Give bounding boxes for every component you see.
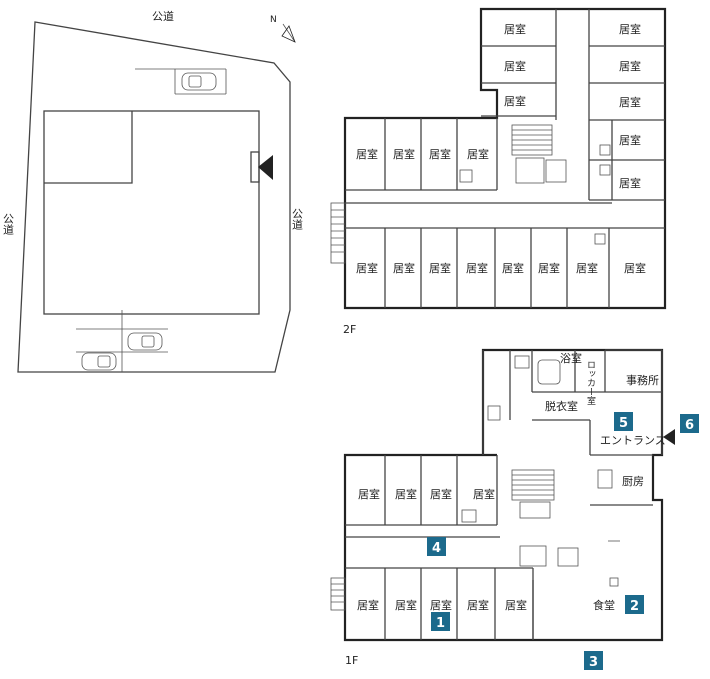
room-1f-s5: 居室 bbox=[505, 598, 527, 612]
room-2f-n1: 居室 bbox=[504, 22, 526, 36]
room-1f-entrance: エントランス bbox=[600, 434, 666, 447]
marker-3[interactable]: 3 bbox=[584, 651, 603, 670]
car-bottom-1 bbox=[127, 332, 163, 351]
room-2f-w3: 居室 bbox=[429, 147, 451, 161]
room-2f-w4: 居室 bbox=[467, 147, 489, 161]
marker-4[interactable]: 4 bbox=[427, 537, 446, 556]
svg-text:1: 1 bbox=[436, 616, 445, 631]
room-2f-e3: 居室 bbox=[619, 95, 641, 109]
room-2f-s3: 居室 bbox=[429, 261, 451, 275]
room-1f-office: 事務所 bbox=[626, 373, 659, 387]
room-1f-n4: 居室 bbox=[473, 487, 495, 501]
room-2f-e1: 居室 bbox=[619, 22, 641, 36]
entrance-notch bbox=[250, 151, 260, 183]
floor-2-label: 2F bbox=[343, 323, 356, 336]
room-1f-s1: 居室 bbox=[357, 598, 379, 612]
room-2f-n3: 居室 bbox=[504, 94, 526, 108]
room-2f-s1: 居室 bbox=[356, 261, 378, 275]
room-2f-e2: 居室 bbox=[619, 59, 641, 73]
floor-1-plan: 浴室 ロッカー室 事務所 脱衣室 エントランス 厨房 食堂 居室 居室 居室 居… bbox=[330, 348, 675, 667]
marker-1[interactable]: 1 bbox=[431, 612, 450, 631]
room-2f-s4: 居室 bbox=[466, 261, 488, 275]
floor-2-plan: 居室 居室 居室 居室 居室 居室 居室 居室 居室 居室 居室 居室 居室 居… bbox=[330, 7, 667, 336]
room-2f-w2: 居室 bbox=[393, 147, 415, 161]
marker-5[interactable]: 5 bbox=[614, 412, 633, 431]
north-arrow-icon: N bbox=[270, 15, 296, 43]
svg-text:2: 2 bbox=[630, 599, 639, 614]
room-1f-n2: 居室 bbox=[395, 487, 417, 501]
room-2f-s8: 居室 bbox=[624, 261, 646, 275]
entrance-arrow bbox=[258, 155, 273, 180]
room-1f-dining: 食堂 bbox=[593, 598, 615, 612]
site-boundary bbox=[17, 21, 291, 373]
entrance-arrow-1f bbox=[663, 429, 675, 445]
room-1f-n1: 居室 bbox=[358, 487, 380, 501]
room-1f-s2: 居室 bbox=[395, 598, 417, 612]
room-1f-bath: 浴室 bbox=[560, 351, 582, 365]
road-right-label: 公道 bbox=[291, 208, 304, 230]
room-2f-e4: 居室 bbox=[619, 133, 641, 147]
stair-2f bbox=[330, 202, 346, 264]
road-top-label: 公道 bbox=[152, 9, 174, 23]
marker-6[interactable]: 6 bbox=[680, 414, 699, 433]
room-2f-s7: 居室 bbox=[576, 261, 598, 275]
room-2f-n2: 居室 bbox=[504, 59, 526, 73]
car-top bbox=[181, 72, 217, 91]
room-1f-n3: 居室 bbox=[430, 487, 452, 501]
marker-2[interactable]: 2 bbox=[625, 595, 644, 614]
building-footprint bbox=[43, 110, 260, 315]
svg-text:3: 3 bbox=[589, 655, 598, 670]
floor-1-label: 1F bbox=[345, 654, 358, 667]
room-2f-s2: 居室 bbox=[393, 261, 415, 275]
svg-text:4: 4 bbox=[432, 541, 441, 556]
room-1f-s4: 居室 bbox=[467, 598, 489, 612]
svg-text:N: N bbox=[270, 15, 277, 25]
svg-text:6: 6 bbox=[685, 418, 694, 433]
svg-text:5: 5 bbox=[619, 416, 628, 431]
room-2f-e5: 居室 bbox=[619, 176, 641, 190]
room-1f-kitchen: 厨房 bbox=[622, 475, 644, 488]
room-1f-locker: ロッカー室 bbox=[585, 360, 596, 405]
road-left-label: 公道 bbox=[2, 213, 15, 235]
room-2f-s5: 居室 bbox=[502, 261, 524, 275]
room-1f-s3: 居室 bbox=[430, 598, 452, 612]
site-plan: 公道 公道 公道 N bbox=[2, 9, 304, 373]
room-2f-w1: 居室 bbox=[356, 147, 378, 161]
room-1f-dressing: 脱衣室 bbox=[545, 399, 578, 413]
room-2f-s6: 居室 bbox=[538, 261, 560, 275]
car-bottom-2 bbox=[81, 352, 117, 371]
stair-1f bbox=[330, 577, 346, 611]
